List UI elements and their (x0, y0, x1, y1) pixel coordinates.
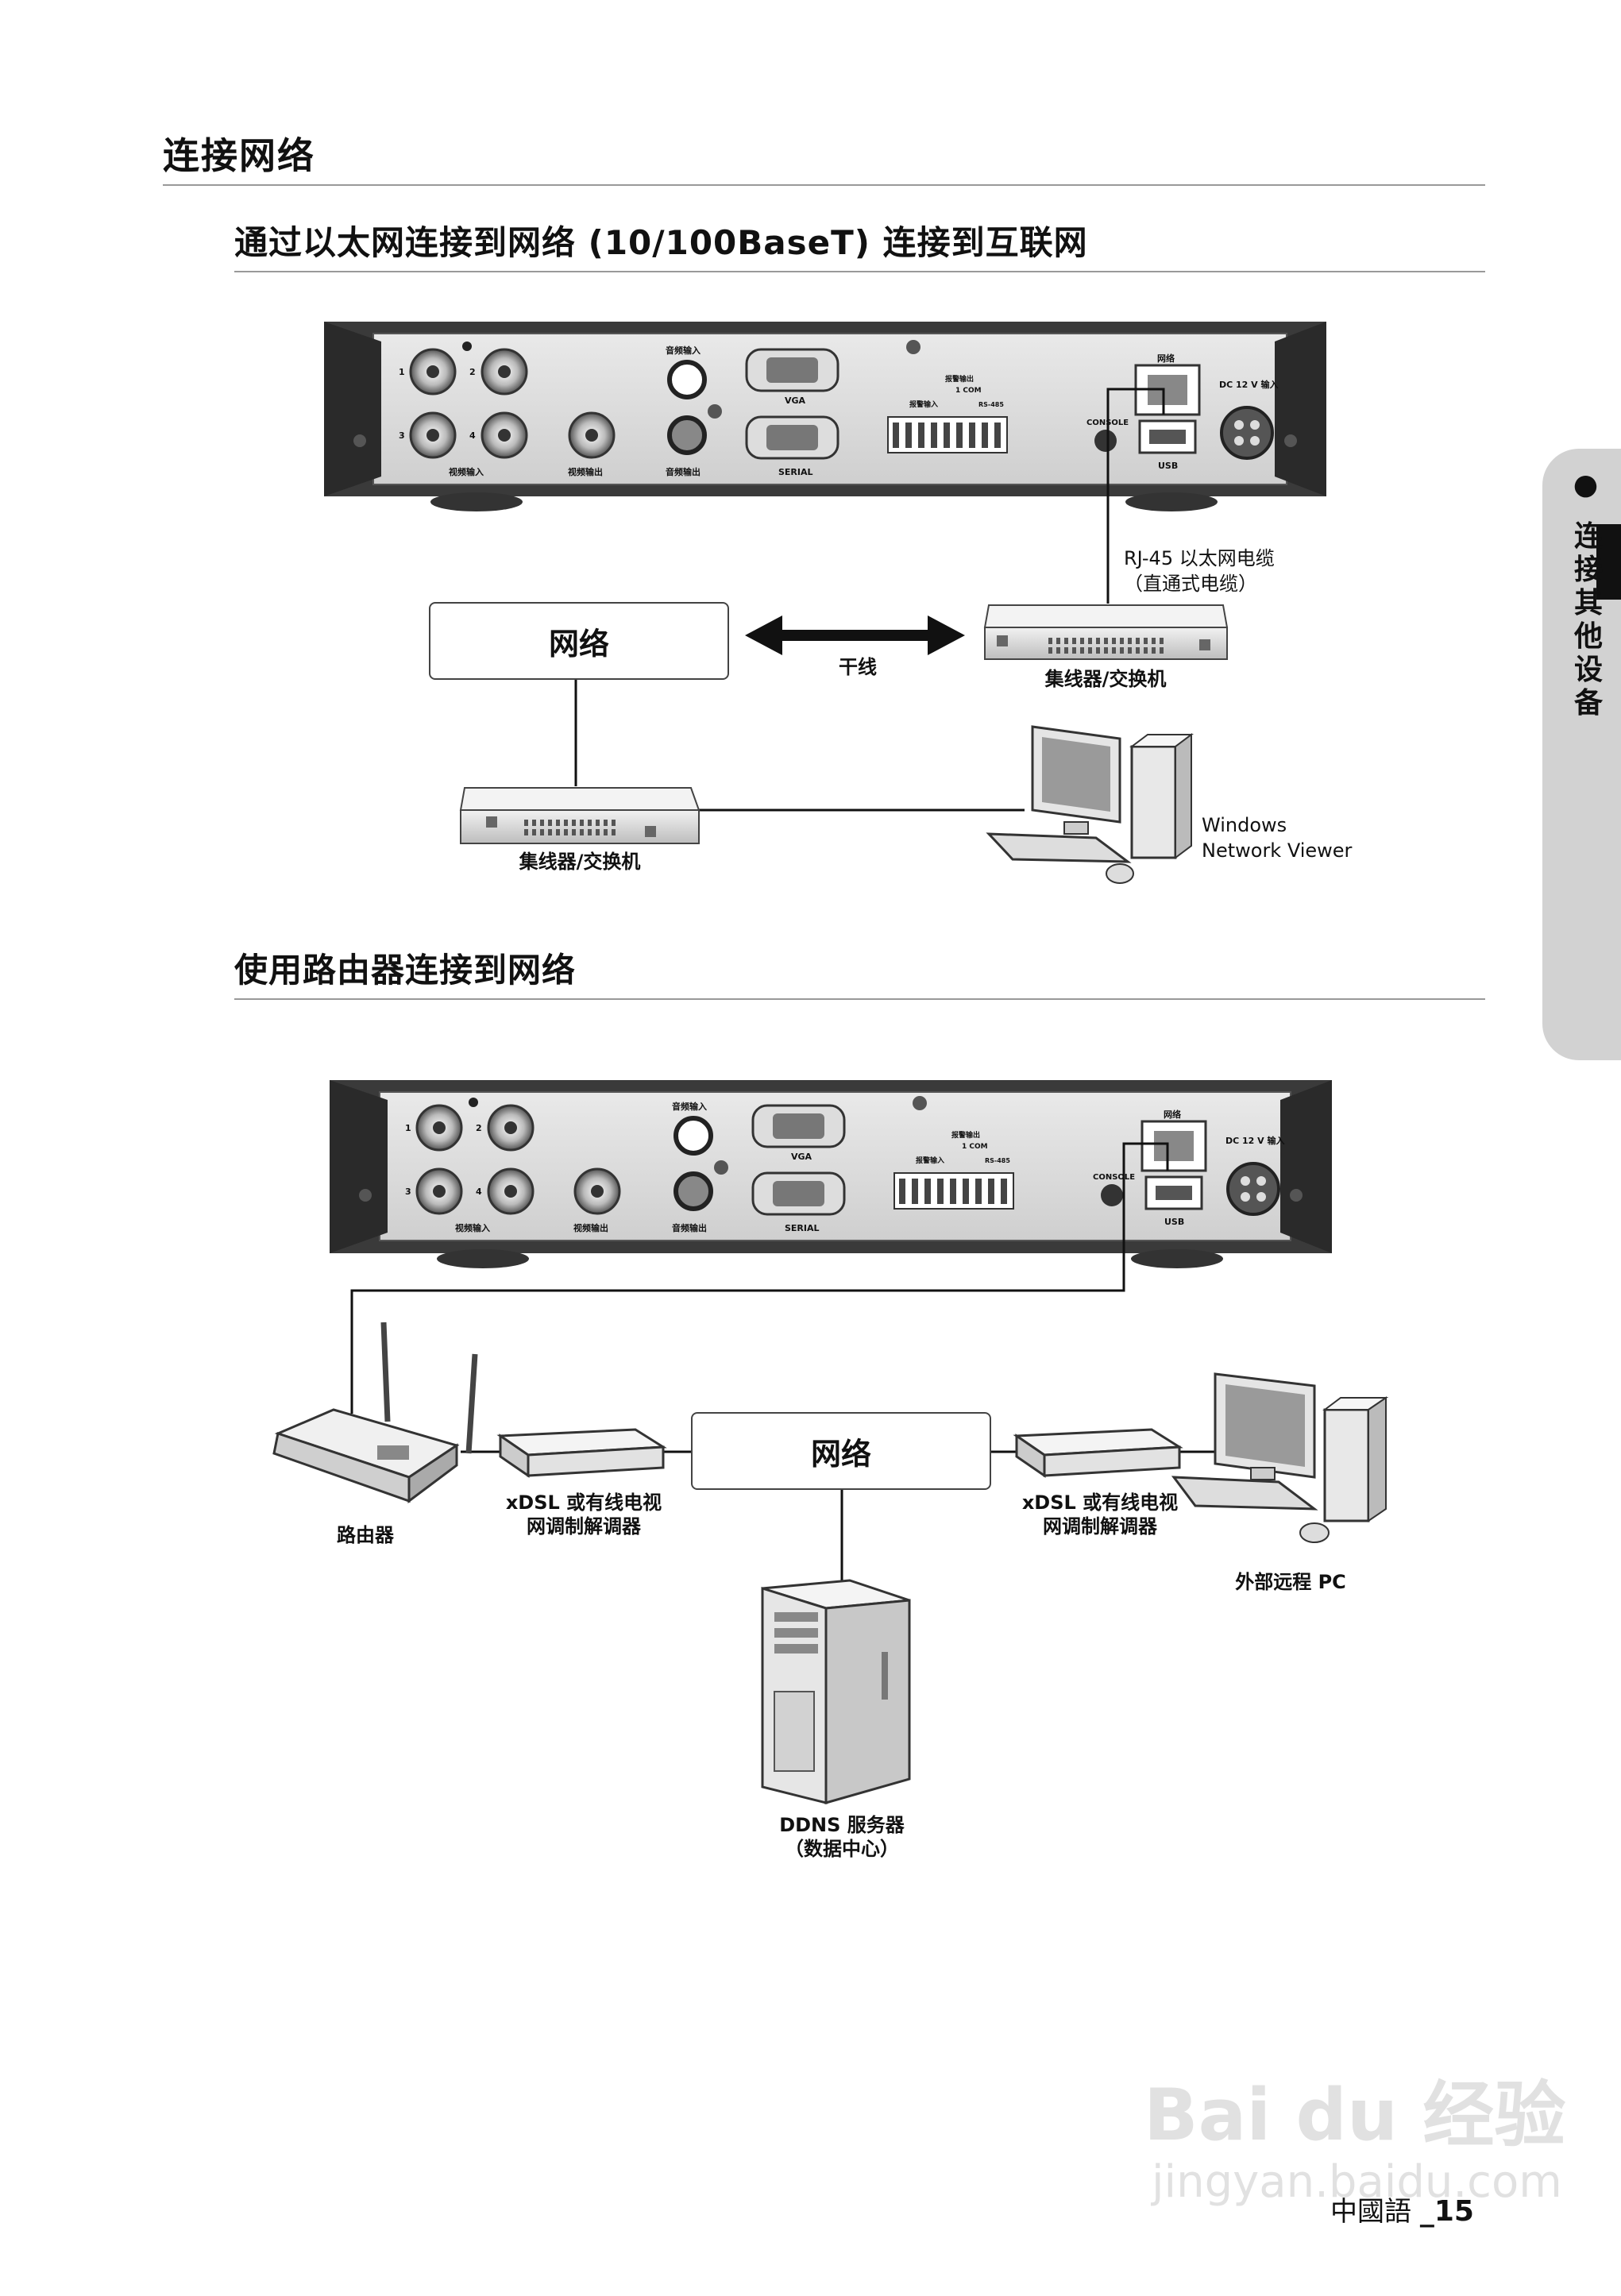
modem-left (496, 1428, 667, 1478)
viewer-label-line1: Windows (1202, 814, 1287, 836)
label-audio-in: 音频输入 (672, 1101, 707, 1112)
label-video-in: 视频输入 (449, 466, 484, 477)
label-video-in: 视频输入 (455, 1222, 490, 1233)
dvr-rear-panel-1 (324, 322, 1326, 511)
page-number: _15 (1419, 2195, 1474, 2228)
rj45-cable-1 (1106, 388, 1165, 604)
page-title: 连接网络 (163, 134, 315, 177)
side-tab-marker (1596, 524, 1621, 600)
ch-num: 1 (399, 367, 405, 377)
watermark-url: jingyan.baidu.com (1152, 2156, 1562, 2208)
alarm-terminal-block (887, 416, 1008, 453)
cable-label: RJ-45 以太网电缆 （直通式电缆） (1124, 546, 1275, 596)
dc-power-jack (1220, 406, 1274, 460)
trunk-label: 干线 (839, 656, 877, 678)
label-alarm-out: 报警输出 (951, 1130, 980, 1140)
ch-num: 4 (476, 1187, 482, 1197)
label-usb: USB (1164, 1217, 1184, 1227)
label-video-out: 视频输出 (568, 466, 603, 477)
footer-language: 中國語 (1330, 2196, 1411, 2228)
ddns-label-line2: （数据中心） (785, 1838, 899, 1860)
label-vga: VGA (791, 1152, 812, 1162)
label-network-port: 网络 (1164, 1109, 1181, 1120)
hub-switch-1 (983, 604, 1229, 660)
ddns-label: DDNS 服务器 （数据中心） (762, 1813, 921, 1861)
router-label: 路由器 (337, 1524, 394, 1546)
modem-left-label-line1: xDSL 或有线电视 (505, 1491, 662, 1514)
ddns-label-line1: DDNS 服务器 (779, 1814, 905, 1836)
label-serial: SERIAL (785, 1223, 820, 1233)
cable-label-line1: RJ-45 以太网电缆 (1124, 547, 1275, 569)
page-footer: 中國語 _15 (1330, 2190, 1474, 2228)
pc-network-viewer (986, 725, 1194, 884)
ch-num: 2 (469, 367, 476, 377)
audio-in-jack (667, 360, 707, 399)
label-audio-in: 音频输入 (666, 345, 701, 356)
label-usb: USB (1158, 461, 1178, 471)
section1-title: 通过以太网连接到网络 (10/100BaseT) 连接到互联网 (234, 223, 1088, 262)
hub-switch-2 (459, 787, 701, 844)
ch-num: 1 (405, 1123, 411, 1133)
modem-right-label-line1: xDSL 或有线电视 (1021, 1491, 1179, 1514)
label-alarm-in: 报警输入 (916, 1156, 944, 1165)
label-vga: VGA (785, 396, 806, 406)
label-alarm-in: 报警输入 (909, 399, 938, 409)
modem-right (1013, 1428, 1183, 1478)
modem-right-label-line2: 网调制解调器 (1043, 1515, 1157, 1538)
label-network-port: 网络 (1157, 353, 1175, 364)
rj45-cable-2 (350, 1142, 1169, 1414)
viewer-label: Windows Network Viewer (1202, 812, 1352, 863)
label-com: 1 COM (955, 387, 982, 395)
label-serial: SERIAL (778, 467, 813, 477)
label-dc: DC 12 V 输入 (1225, 1135, 1285, 1146)
label-dc: DC 12 V 输入 (1219, 379, 1279, 390)
network-box-2: 网络 (691, 1412, 991, 1490)
ch-num: 2 (476, 1123, 482, 1133)
hub2-label: 集线器/交换机 (519, 851, 641, 873)
section1-divider (234, 271, 1485, 272)
label-audio-out: 音频输出 (672, 1222, 707, 1233)
hub1-label: 集线器/交换机 (1044, 668, 1167, 690)
cable-label-line2: （直通式电缆） (1124, 573, 1257, 595)
section2-title: 使用路由器连接到网络 (234, 951, 577, 990)
modem-left-label: xDSL 或有线电视 网调制解调器 (504, 1491, 663, 1538)
ch-num: 3 (399, 430, 405, 441)
router (272, 1322, 478, 1503)
remote-pc-label: 外部远程 PC (1235, 1571, 1346, 1593)
remote-pc (1171, 1372, 1389, 1543)
console-port (1094, 430, 1117, 452)
dvr-panel-2-labels: 1 2 3 4 视频输入 视频输出 音频输入 音频输出 VGA SERIAL 报… (405, 1101, 1285, 1233)
label-console: CONSOLE (1093, 1173, 1135, 1182)
trunk-double-arrow (745, 615, 965, 655)
section2-divider (234, 998, 1485, 1000)
label-rs485: RS-485 (985, 1157, 1010, 1164)
dvr-rear-panel-2 (330, 1080, 1332, 1268)
audio-out-jack (667, 415, 707, 455)
watermark: Bai du 经验 (1144, 2074, 1566, 2157)
title-divider (163, 184, 1485, 186)
label-rs485: RS-485 (978, 401, 1004, 408)
label-com: 1 COM (962, 1143, 988, 1151)
ch-num: 3 (405, 1187, 411, 1197)
label-alarm-out: 报警输出 (945, 374, 974, 384)
video-in-connectors (409, 348, 528, 459)
modem-right-label: xDSL 或有线电视 网调制解调器 (1021, 1491, 1179, 1538)
side-tab-label: ● 连接其他设备 (1569, 469, 1602, 721)
ch-num: 4 (469, 430, 476, 441)
network-box-1: 网络 (429, 602, 729, 680)
label-audio-out: 音频输出 (666, 466, 701, 477)
viewer-label-line2: Network Viewer (1202, 839, 1353, 862)
ddns-server (761, 1579, 911, 1804)
modem-left-label-line2: 网调制解调器 (527, 1515, 641, 1538)
label-video-out: 视频输出 (573, 1222, 608, 1233)
